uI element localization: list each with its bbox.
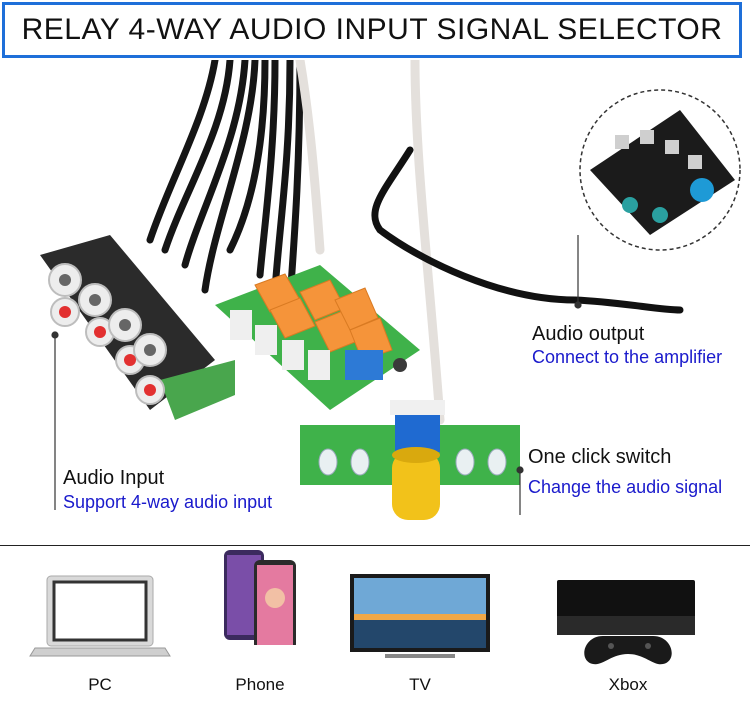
- game-console-icon: [557, 580, 695, 665]
- section-divider: [0, 545, 750, 546]
- device-row: PC Phone TV Xbox: [0, 548, 750, 708]
- audio-output-subtitle: Connect to the amplifier: [532, 347, 723, 367]
- tv-icon: [350, 574, 490, 658]
- page-title: RELAY 4-WAY AUDIO INPUT SIGNAL SELECTOR: [21, 13, 723, 46]
- rca-input-block: [40, 235, 235, 420]
- audio-input-title: Audio Input: [63, 467, 165, 489]
- title-banner: RELAY 4-WAY AUDIO INPUT SIGNAL SELECTOR: [2, 2, 742, 58]
- audio-input-subtitle: Support 4-way audio input: [63, 492, 273, 512]
- device-pc-label: PC: [88, 675, 112, 694]
- ribbon-cables: [295, 60, 445, 425]
- output-cable: [371, 146, 684, 314]
- audio-output-title: Audio output: [532, 323, 645, 345]
- one-click-title: One click switch: [528, 446, 672, 468]
- device-phone-label: Phone: [235, 675, 285, 694]
- smartphone-icon: [224, 550, 296, 645]
- audio-input-label: Audio Input Support 4-way audio input: [63, 467, 272, 513]
- input-cables: [146, 60, 304, 304]
- amplifier-inset: [579, 89, 741, 251]
- switch-board: [300, 400, 520, 520]
- one-click-subtitle: Change the audio signal: [528, 477, 723, 497]
- device-tv: TV: [340, 548, 500, 708]
- relay-board: [215, 265, 420, 410]
- audio-output-label: Audio output Connect to the amplifier: [532, 323, 722, 368]
- device-phone: Phone: [180, 548, 340, 708]
- laptop-icon: [29, 575, 171, 657]
- device-tv-label: TV: [409, 675, 431, 694]
- device-pc: PC: [20, 548, 180, 708]
- device-xbox: Xbox: [548, 548, 708, 708]
- product-illustration: [40, 60, 741, 520]
- device-xbox-label: Xbox: [608, 675, 648, 694]
- leader-lines: [51, 235, 582, 515]
- one-click-label: One click switch Change the audio signal: [528, 446, 722, 498]
